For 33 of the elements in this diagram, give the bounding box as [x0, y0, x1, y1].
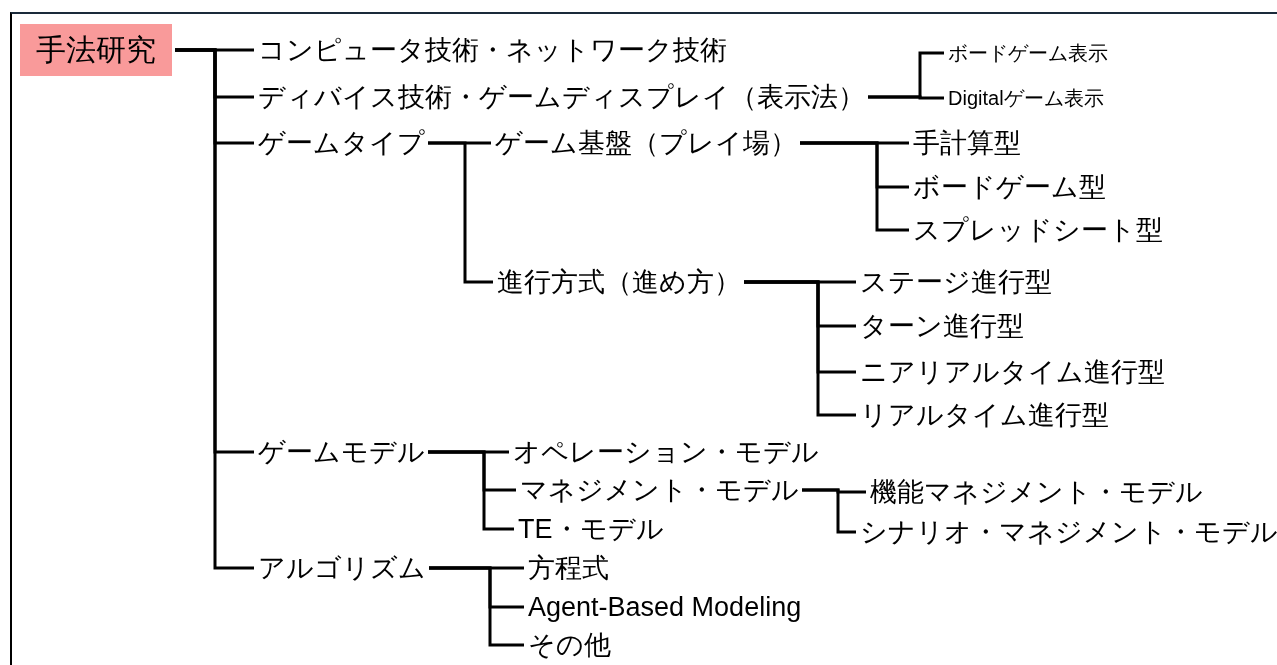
item-label: ゲームタイプ — [258, 129, 425, 157]
item-label: 手計算型 — [913, 129, 1021, 157]
item-label: ターン進行型 — [860, 312, 1024, 340]
item-label: シナリオ・マネジメント・モデル — [860, 518, 1277, 546]
topic-box: 手法研究 — [20, 24, 172, 76]
item-label: Agent-Based Modeling — [528, 593, 802, 621]
item-label: Digitalゲーム表示 — [948, 88, 1104, 108]
item-label: リアルタイム進行型 — [860, 401, 1109, 429]
connector-line — [428, 141, 493, 284]
item-label: ディバイス技術・ゲームディスプレイ（表示法） — [258, 83, 865, 111]
item-label: ボードゲーム表示 — [948, 43, 1108, 63]
connector-line — [428, 450, 514, 531]
connector-line — [429, 566, 524, 647]
item-label: TE・モデル — [518, 515, 664, 543]
item-label: 進行方式（進め方） — [497, 268, 741, 296]
item-label: スプレッドシート型 — [913, 216, 1163, 244]
item-label: ボードゲーム型 — [913, 173, 1106, 201]
item-label: ゲーム基盤（プレイ場） — [495, 129, 797, 157]
connector-line — [744, 280, 856, 417]
connector-line — [868, 95, 944, 100]
item-label: オペレーション・モデル — [513, 438, 819, 466]
connector-line — [800, 141, 909, 232]
item-label: マネジメント・モデル — [520, 476, 799, 504]
connector-line — [802, 488, 856, 534]
connector-line — [175, 48, 254, 570]
item-label: ゲームモデル — [258, 438, 425, 466]
item-label: 機能マネジメント・モデル — [870, 478, 1203, 506]
item-label: アルゴリズム — [258, 554, 426, 582]
item-label: ステージ進行型 — [860, 268, 1052, 296]
item-label: ニアリアルタイム進行型 — [860, 358, 1165, 386]
item-label: コンピュータ技術・ネットワーク技術 — [258, 36, 727, 64]
item-label: 方程式 — [528, 554, 609, 582]
item-label: その他 — [528, 631, 611, 659]
